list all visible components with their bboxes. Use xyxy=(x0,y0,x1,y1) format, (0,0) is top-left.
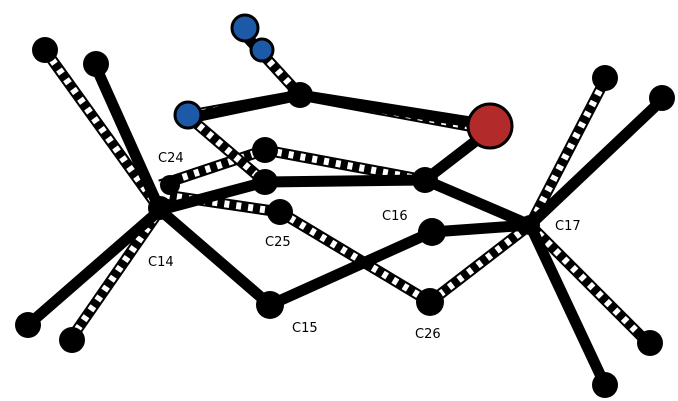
atom-h-c14-upper-b xyxy=(83,51,109,77)
label-c26: C26 xyxy=(415,327,441,342)
atom-c24 xyxy=(252,137,278,163)
label-c16: C16 xyxy=(382,209,408,224)
solid-bonds xyxy=(22,59,668,391)
atom-h-c17-lower-a xyxy=(637,330,663,356)
atom-h-c17-upper-a xyxy=(592,65,618,91)
atom-h-c17-lower-b xyxy=(592,372,618,398)
atom-h-c14-lower-a xyxy=(15,312,41,338)
atom-c15 xyxy=(256,291,284,319)
atom-c16-lower xyxy=(418,218,446,246)
label-c24: C24 xyxy=(158,151,184,166)
atom-labels: C24 C14 C25 C15 C16 C17 C26 xyxy=(148,151,581,342)
atom-n-left xyxy=(173,100,203,130)
label-c25: C25 xyxy=(265,235,291,250)
atom-o xyxy=(466,102,514,150)
atom-h-c17-upper-b xyxy=(649,85,675,111)
atom-c26 xyxy=(416,288,444,316)
atom-c14-upper xyxy=(160,175,180,195)
atom-h-c14-lower-b xyxy=(59,327,85,353)
atom-c-ring xyxy=(252,169,278,195)
atom-c-top xyxy=(287,82,313,108)
atom-c16 xyxy=(412,167,438,193)
atoms xyxy=(15,13,675,398)
atom-c25 xyxy=(267,199,293,225)
atom-h-c14-upper-a xyxy=(32,37,58,63)
label-c15: C15 xyxy=(292,321,318,336)
atom-c17 xyxy=(520,215,540,235)
label-c14: C14 xyxy=(148,255,174,270)
atom-n-upper xyxy=(230,13,260,43)
label-c17: C17 xyxy=(555,219,581,234)
atom-n-upper-b xyxy=(249,37,275,63)
atom-c14 xyxy=(148,196,172,220)
